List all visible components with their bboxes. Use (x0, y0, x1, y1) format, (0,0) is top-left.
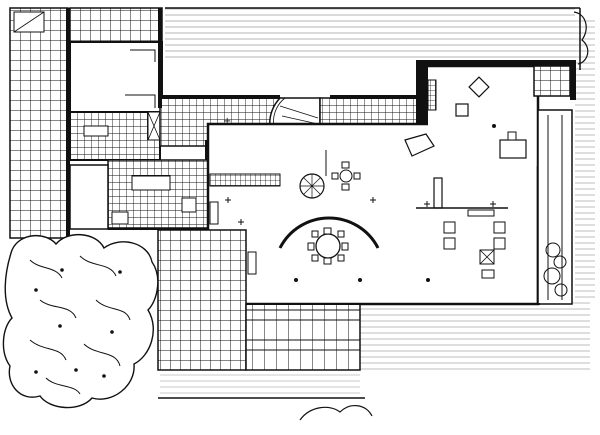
shrub-top-right (573, 11, 589, 65)
bathtub (83, 125, 109, 137)
upper-tiled-room (69, 7, 163, 43)
piano (404, 133, 435, 157)
roof-terrace-tiles (533, 65, 571, 97)
onyx-wall (433, 177, 443, 209)
dining-curved-wall (278, 216, 380, 249)
kitchen-counter (131, 175, 171, 191)
pantry (69, 164, 109, 230)
door-swing-2 (125, 94, 156, 108)
side-table (455, 103, 469, 117)
column-marker: + (223, 116, 231, 127)
winter-garden (537, 109, 573, 305)
lounge-seating (443, 221, 506, 279)
door-swing (130, 49, 156, 62)
corridor (319, 97, 421, 125)
armchair (468, 76, 490, 98)
tree-canopy-icon (2, 233, 159, 409)
terrace-steps (245, 303, 361, 371)
sideboard (209, 173, 281, 187)
round-table-icon (307, 227, 349, 265)
garden-terrace-tiles (157, 229, 247, 371)
left-terrace-tiles (9, 7, 69, 239)
breakfast-table (331, 161, 361, 191)
site-hatching (160, 8, 595, 397)
bedroom (69, 41, 163, 113)
shrub-icon (543, 242, 568, 297)
kitchen (107, 159, 209, 229)
small-spiral-stair-icon (299, 173, 325, 199)
shrub-bottom (299, 405, 373, 421)
desk (499, 139, 527, 159)
kitchen-table (181, 197, 197, 213)
